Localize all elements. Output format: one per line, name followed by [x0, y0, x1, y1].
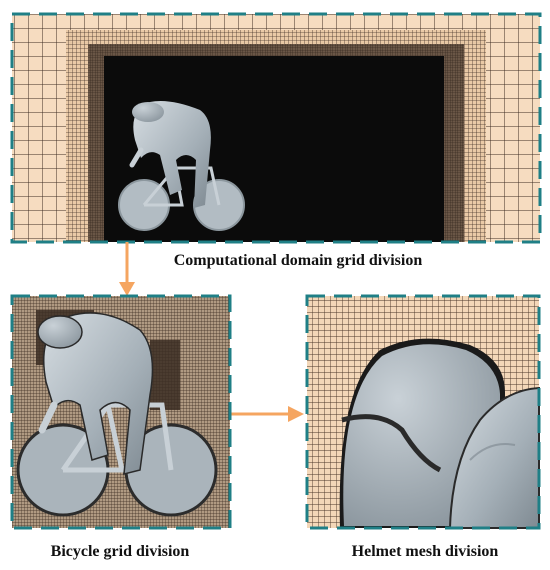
- helmet-panel-frame: [305, 294, 541, 530]
- bicycle-panel-frame: [10, 294, 232, 530]
- helmet-model: [339, 338, 540, 529]
- helmet-mesh-panel: [305, 294, 541, 530]
- helmet-caption: Helmet mesh division: [352, 543, 499, 560]
- cyclist-model: [16, 312, 218, 517]
- right-arrow-icon: [231, 406, 304, 422]
- domain-caption: Computational domain grid division: [174, 252, 423, 269]
- bicycle-caption: Bicycle grid division: [51, 543, 190, 560]
- down-arrow-icon: [119, 242, 135, 296]
- domain-mesh-panel: [10, 12, 542, 244]
- bicycle-mesh-panel: [10, 294, 232, 530]
- cyclist-model: [118, 101, 245, 231]
